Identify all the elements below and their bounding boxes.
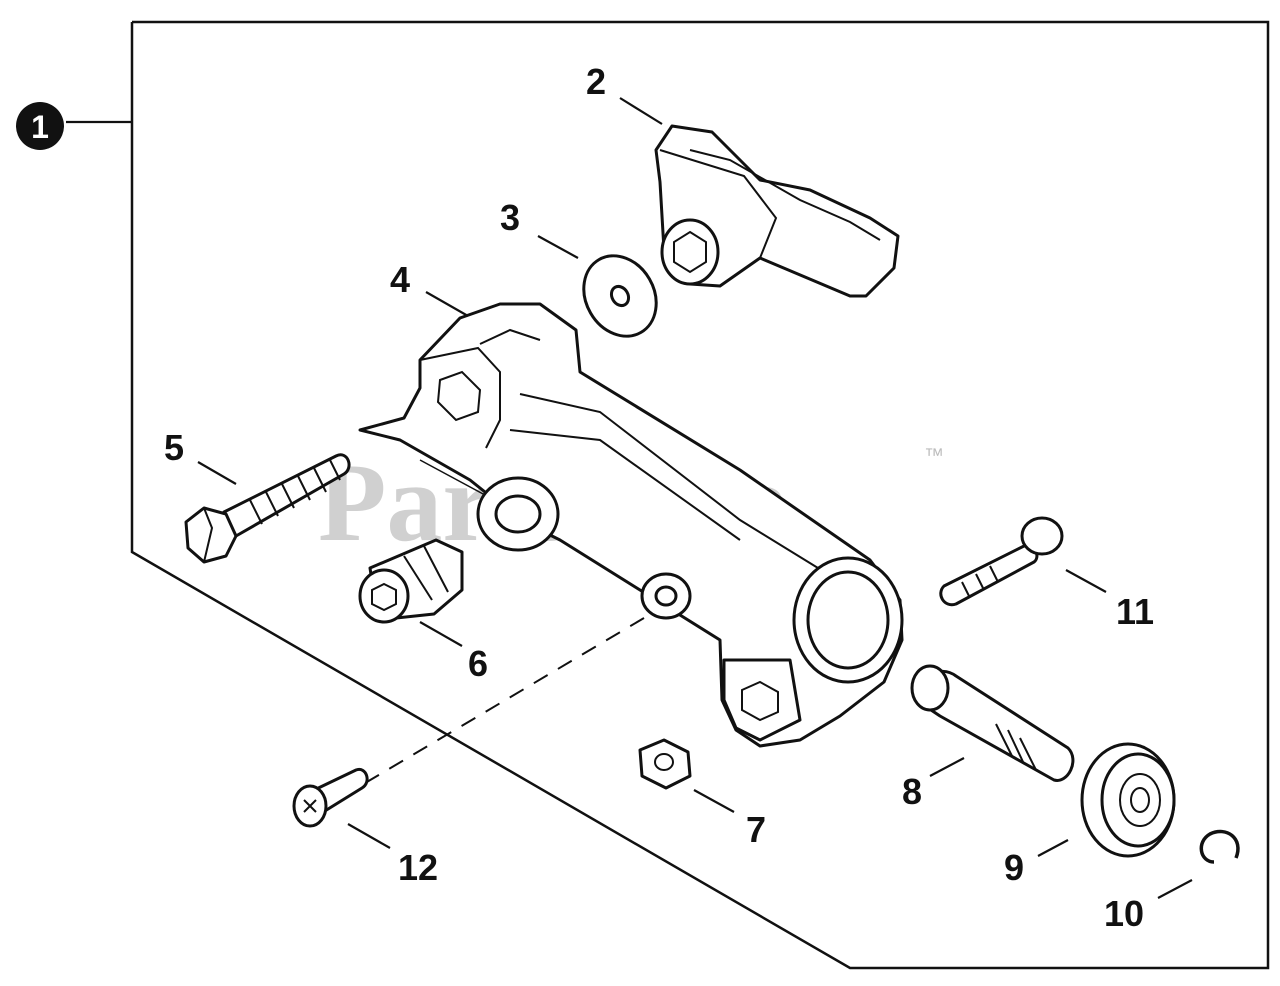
part-11-cap-screw[interactable] xyxy=(939,516,1064,607)
callout-6[interactable]: 6 xyxy=(468,643,488,684)
part-5-bolt[interactable] xyxy=(184,453,351,564)
assembly-callout-number: 1 xyxy=(31,109,49,145)
part-3-washer[interactable] xyxy=(570,243,671,350)
callout-12[interactable]: 12 xyxy=(398,847,438,888)
callout-9[interactable]: 9 xyxy=(1004,847,1024,888)
part-2-knob[interactable] xyxy=(654,124,900,298)
part-10-snap-ring[interactable] xyxy=(1199,829,1240,864)
callout-2[interactable]: 2 xyxy=(586,61,606,102)
assembly-frame xyxy=(130,20,1270,970)
callout-5[interactable]: 5 xyxy=(164,427,184,468)
watermark-trademark: ™ xyxy=(924,445,944,467)
callout-7[interactable]: 7 xyxy=(746,809,766,850)
assembly-callout-1[interactable]: 1 xyxy=(16,102,64,150)
callout-11[interactable]: 11 xyxy=(1116,591,1154,632)
part-6-nut[interactable] xyxy=(358,538,464,624)
dashed-assembly-line xyxy=(349,617,645,793)
callout-10[interactable]: 10 xyxy=(1104,893,1144,934)
part-9-bearing[interactable] xyxy=(1080,742,1176,858)
part-7-nut[interactable] xyxy=(638,738,692,790)
callout-4[interactable]: 4 xyxy=(390,259,410,300)
part-8-shaft[interactable] xyxy=(910,664,1075,782)
callout-8[interactable]: 8 xyxy=(902,771,922,812)
part-4-bracket[interactable] xyxy=(358,302,904,748)
callout-3[interactable]: 3 xyxy=(500,197,520,238)
part-12-torx-screw[interactable] xyxy=(292,767,369,828)
leader-lines xyxy=(197,97,1193,899)
